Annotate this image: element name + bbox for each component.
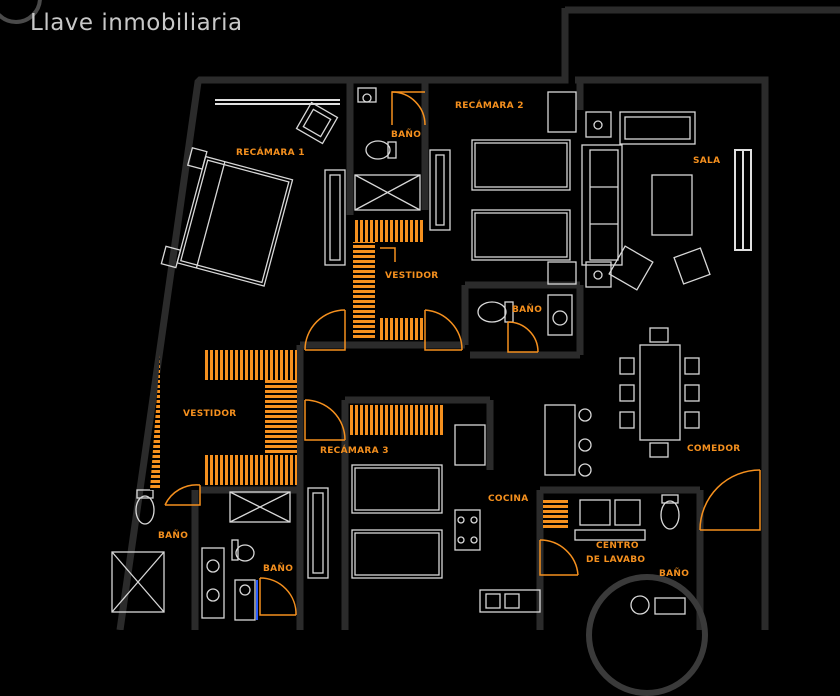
label-vestidor-left: VESTIDOR (183, 409, 237, 419)
label-bano-left: BAÑO (158, 531, 189, 541)
label-recamara-3: RECÁMARA 3 (320, 446, 389, 456)
label-cocina: COCINA (488, 494, 529, 504)
label-recamara-2: RECÁMARA 2 (455, 101, 524, 111)
vestidor-shelving (150, 220, 568, 528)
label-sala: SALA (693, 156, 721, 166)
watermark-ring-icon (586, 574, 708, 696)
label-centro-lavabo-2: DE LAVABO (586, 555, 646, 565)
label-centro-lavabo-1: CENTRO (596, 541, 639, 551)
label-vestidor-top: VESTIDOR (385, 271, 439, 281)
floor-plan (111, 6, 840, 630)
label-comedor: COMEDOR (687, 444, 741, 454)
walls (116, 6, 840, 630)
furniture (111, 87, 711, 621)
brand-name: Llave inmobiliaria (30, 10, 243, 36)
label-bano-top: BAÑO (391, 130, 422, 140)
label-bano-bottom: BAÑO (263, 564, 294, 574)
label-bano-mid: BAÑO (512, 305, 543, 315)
label-bano-right: BAÑO (659, 569, 690, 579)
label-recamara-1: RECÁMARA 1 (236, 148, 305, 158)
windows (215, 99, 752, 251)
door-swings (164, 91, 761, 616)
